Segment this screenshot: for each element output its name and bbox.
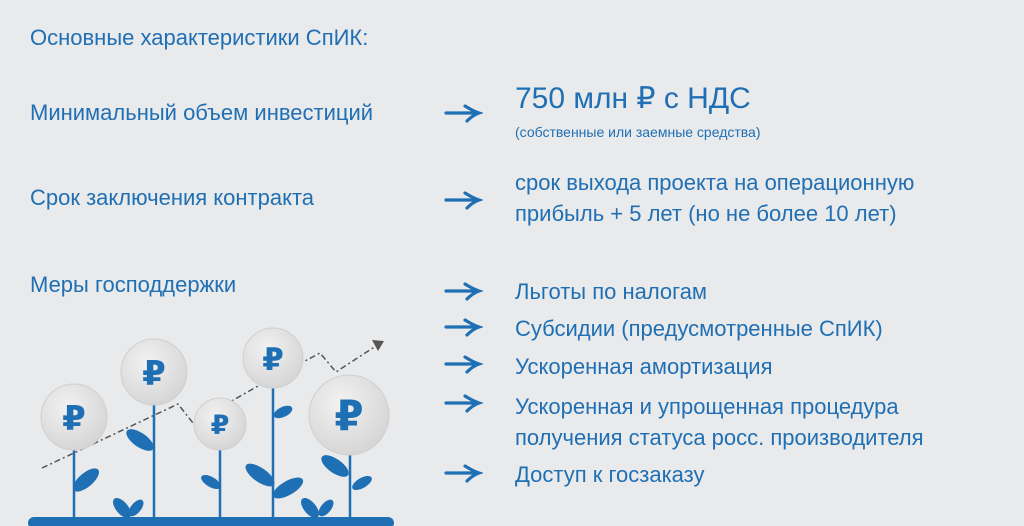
ruble-coin-icon: ₽ [193,397,247,451]
contract-term-value-line2: прибыль + 5 лет (но не более 10 лет) [515,201,897,226]
ruble-coin-icon: ₽ [242,327,304,389]
arrow-right-icon [444,355,483,374]
svg-text:₽: ₽ [334,391,363,440]
svg-text:₽: ₽ [62,399,86,439]
ruble-plants-illustration: ₽ ₽ ₽ ₽ ₽ [28,327,394,526]
arrow-right-icon [444,191,483,210]
arrow-right-icon [444,104,483,123]
ground-bar [28,517,394,526]
arrow-right-icon [444,282,483,301]
growth-trend-line [41,341,383,469]
contract-term-label: Срок заключения контракта [30,185,315,210]
svg-text:₽: ₽ [142,354,166,394]
support-item-depreciation: Ускоренная амортизация [515,354,773,379]
arrow-right-icon [444,318,483,337]
trend-arrowhead-icon [372,340,384,351]
min-investment-note: (собственные или заемные средства) [515,124,761,140]
ruble-coin-icon: ₽ [308,374,390,456]
arrow-right-icon [444,464,483,483]
contract-term-value-line1: срок выхода проекта на операционную [515,170,915,195]
support-item-subsidies: Субсидии (предусмотренные СпИК) [515,316,883,341]
svg-text:₽: ₽ [211,410,230,441]
support-item-tax: Льготы по налогам [515,279,708,304]
svg-text:₽: ₽ [262,342,284,378]
support-item-gov-orders: Доступ к госзаказу [515,462,705,487]
min-investment-label: Минимальный объем инвестиций [30,100,374,125]
support-item-procedure-line1: Ускоренная и упрощенная процедура [515,394,899,419]
ruble-coin-icon: ₽ [40,383,108,451]
support-item-procedure-line2: получения статуса росс. производителя [515,425,924,450]
arrow-right-icon [444,394,483,413]
page-title: Основные характеристики СпИК: [30,25,369,50]
min-investment-value: 750 млн ₽ с НДС [515,82,751,115]
ruble-coin-icon: ₽ [120,338,188,406]
support-measures-label: Меры господдержки [30,272,237,297]
